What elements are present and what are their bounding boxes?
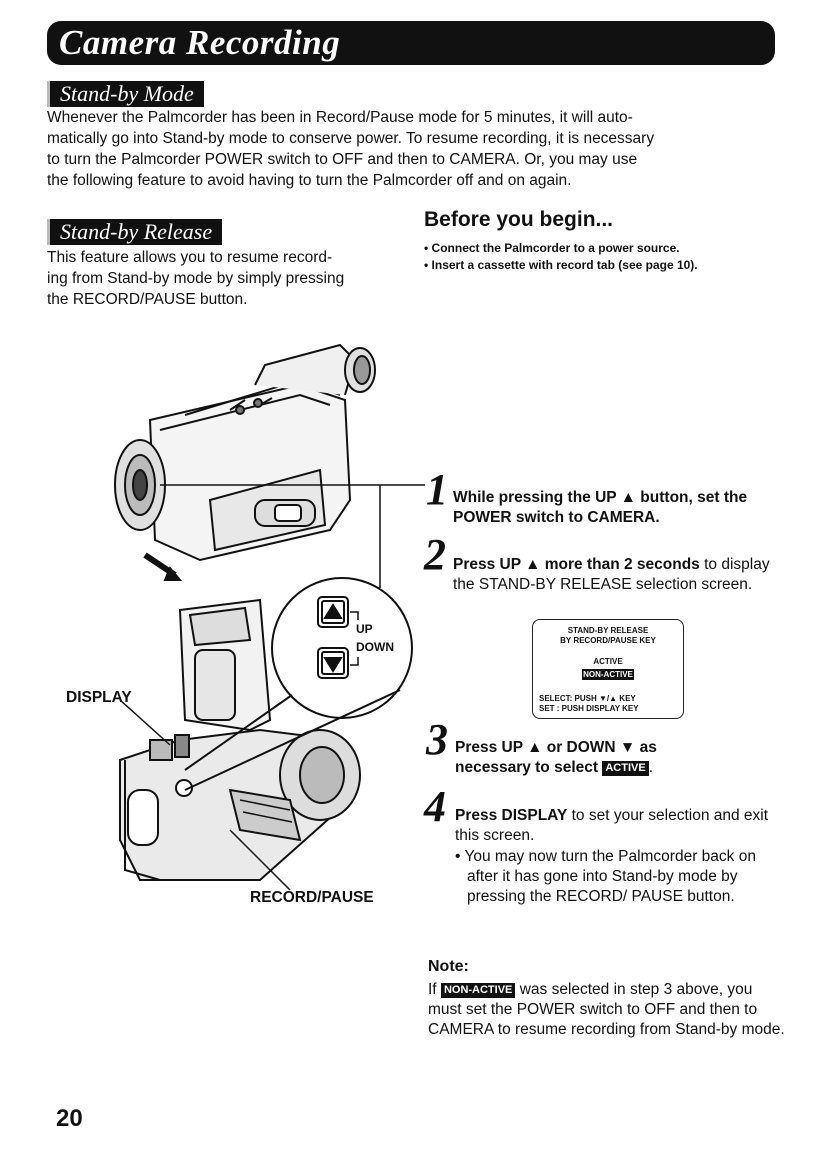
- step-4-detail: to set your selection and exit this scre…: [455, 807, 769, 844]
- page-title: Camera Recording: [59, 23, 341, 62]
- list-item: • Connect the Palmcorder to a power sour…: [424, 241, 680, 255]
- step-4-text: Press DISPLAY to set your selection and …: [455, 806, 775, 846]
- note-body: was selected in step 3 above, you must s…: [428, 981, 785, 1038]
- osd-set-line: SET : PUSH DISPLAY KEY: [539, 704, 639, 713]
- step-1-instruction: While pressing the UP ▲ button, set the …: [453, 489, 748, 526]
- nonactive-chip: NON-ACTIVE: [440, 983, 516, 998]
- standby-release-line: the RECORD/PAUSE button.: [47, 291, 248, 308]
- step-2-text: Press UP ▲ more than 2 seconds to displa…: [453, 555, 783, 595]
- step-3-period: .: [648, 759, 654, 776]
- step-number: 2: [424, 530, 446, 579]
- step-3-text: Press UP ▲ or DOWN ▼ as necessary to sel…: [455, 738, 775, 778]
- standby-release-paragraph: This feature allows you to resume record…: [47, 247, 407, 310]
- standby-release-osd-screen: STAND-BY RELEASE BY RECORD/PAUSE KEY ACT…: [532, 619, 684, 719]
- display-label: DISPLAY: [66, 689, 132, 706]
- standby-release-line: This feature allows you to resume record…: [47, 249, 333, 266]
- note-title: Note:: [428, 958, 469, 975]
- osd-key-help: SELECT: PUSH ▼/▲ KEY SET : PUSH DISPLAY …: [539, 694, 683, 714]
- note-prefix: If: [428, 981, 437, 998]
- step-3-instruction: Press UP ▲ or DOWN ▼ as: [455, 739, 657, 756]
- step-number: 1: [426, 465, 448, 514]
- page-title-banner: Camera Recording: [47, 21, 775, 65]
- osd-option-active: ACTIVE: [593, 657, 623, 666]
- osd-option-nonactive: NON-ACTIVE: [582, 669, 634, 680]
- step-4-subnote: • You may now turn the Palmcorder back o…: [455, 848, 756, 905]
- osd-title: STAND-BY RELEASE BY RECORD/PAUSE KEY: [533, 626, 683, 646]
- standby-mode-line: the following feature to avoid having to…: [47, 172, 572, 189]
- list-item: • Insert a cassette with record tab (see…: [424, 258, 698, 272]
- osd-select-line: SELECT: PUSH ▼/▲ KEY: [539, 694, 636, 703]
- step-number: 3: [426, 715, 448, 764]
- step-4-instruction: Press DISPLAY: [455, 807, 568, 824]
- record-pause-label: RECORD/PAUSE: [250, 889, 374, 906]
- before-you-begin-title: Before you begin...: [424, 208, 614, 231]
- standby-mode-line: matically go into Stand-by mode to conse…: [47, 130, 655, 147]
- down-label: DOWN: [356, 640, 394, 654]
- osd-title-line: BY RECORD/PAUSE KEY: [560, 636, 656, 645]
- active-chip: ACTIVE: [602, 761, 649, 776]
- before-you-begin-list: • Connect the Palmcorder to a power sour…: [424, 240, 698, 274]
- standby-release-heading: Stand-by Release: [47, 219, 223, 245]
- standby-mode-heading: Stand-by Mode: [47, 81, 204, 107]
- step-3-detail: necessary to select: [455, 759, 599, 776]
- note-text: If NON-ACTIVE was selected in step 3 abo…: [428, 980, 788, 1040]
- step-number: 4: [424, 782, 446, 831]
- step-1-text: While pressing the UP ▲ button, set the …: [453, 488, 783, 528]
- page-number: 20: [56, 1105, 83, 1132]
- standby-release-line: ing from Stand-by mode by simply pressin…: [47, 270, 345, 287]
- osd-title-line: STAND-BY RELEASE: [567, 626, 649, 635]
- up-label: UP: [356, 622, 373, 636]
- step-2-detail: to display the STAND-BY RELEASE selectio…: [453, 556, 770, 593]
- step-2-instruction: Press UP ▲ more than 2 seconds: [453, 556, 700, 573]
- standby-mode-line: to turn the Palmcorder POWER switch to O…: [47, 151, 638, 168]
- standby-mode-line: Whenever the Palmcorder has been in Reco…: [47, 109, 633, 126]
- standby-mode-paragraph: Whenever the Palmcorder has been in Reco…: [47, 107, 787, 191]
